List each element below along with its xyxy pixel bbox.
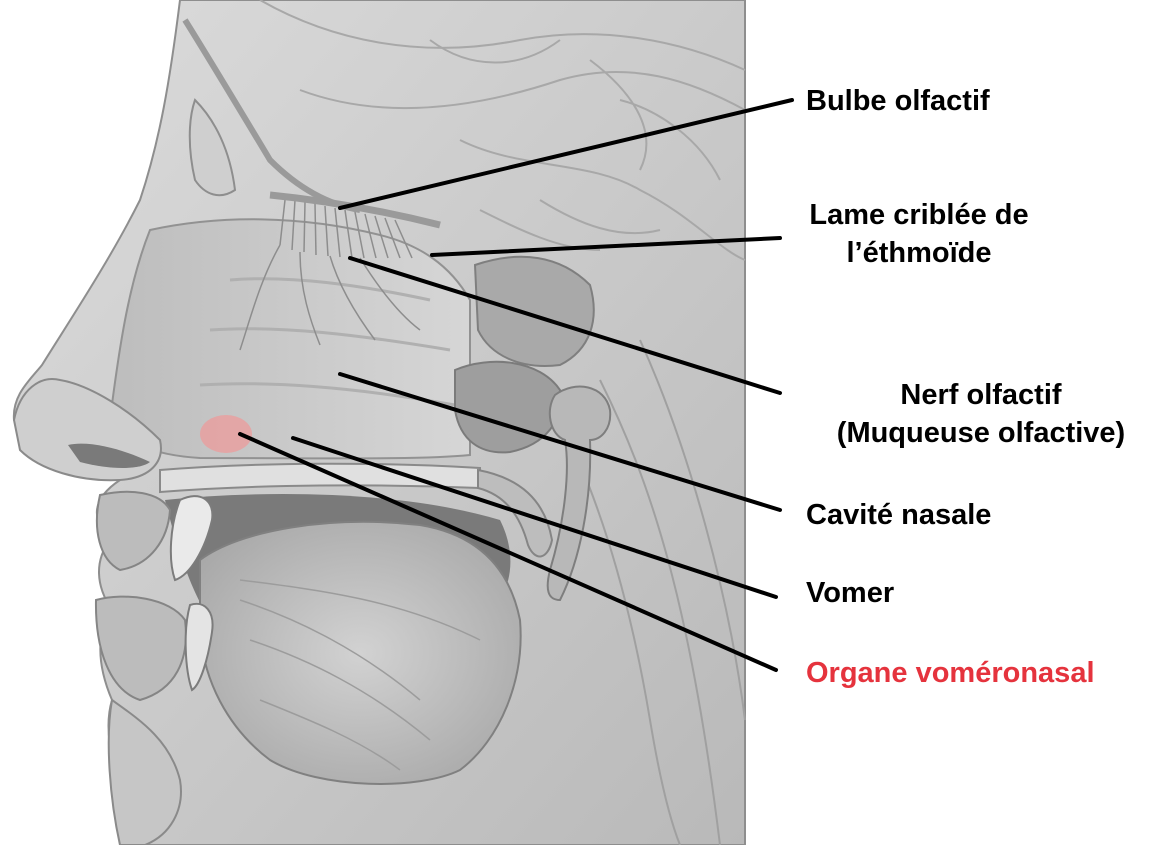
label-lame-criblee-line2: l’éthmoïde [803, 234, 1035, 272]
label-nerf-olfactif-line2: (Muqueuse olfactive) [806, 414, 1156, 452]
label-organe-vomeronasal: Organe voméronasal [806, 654, 1095, 692]
label-cavite-nasale: Cavité nasale [806, 496, 991, 534]
head-sagittal-section-illustration [14, 0, 745, 845]
label-lame-criblee-line1: Lame criblée de [803, 196, 1035, 234]
label-nerf-olfactif-line1: Nerf olfactif [806, 376, 1156, 414]
label-vomer: Vomer [806, 574, 894, 612]
label-nerf-olfactif: Nerf olfactif (Muqueuse olfactive) [806, 376, 1156, 452]
sphenoid-sinus [475, 257, 594, 366]
label-bulbe-olfactif: Bulbe olfactif [806, 82, 990, 120]
nasal-cavity-region [110, 219, 470, 458]
label-lame-criblee: Lame criblée de l’éthmoïde [803, 196, 1035, 272]
